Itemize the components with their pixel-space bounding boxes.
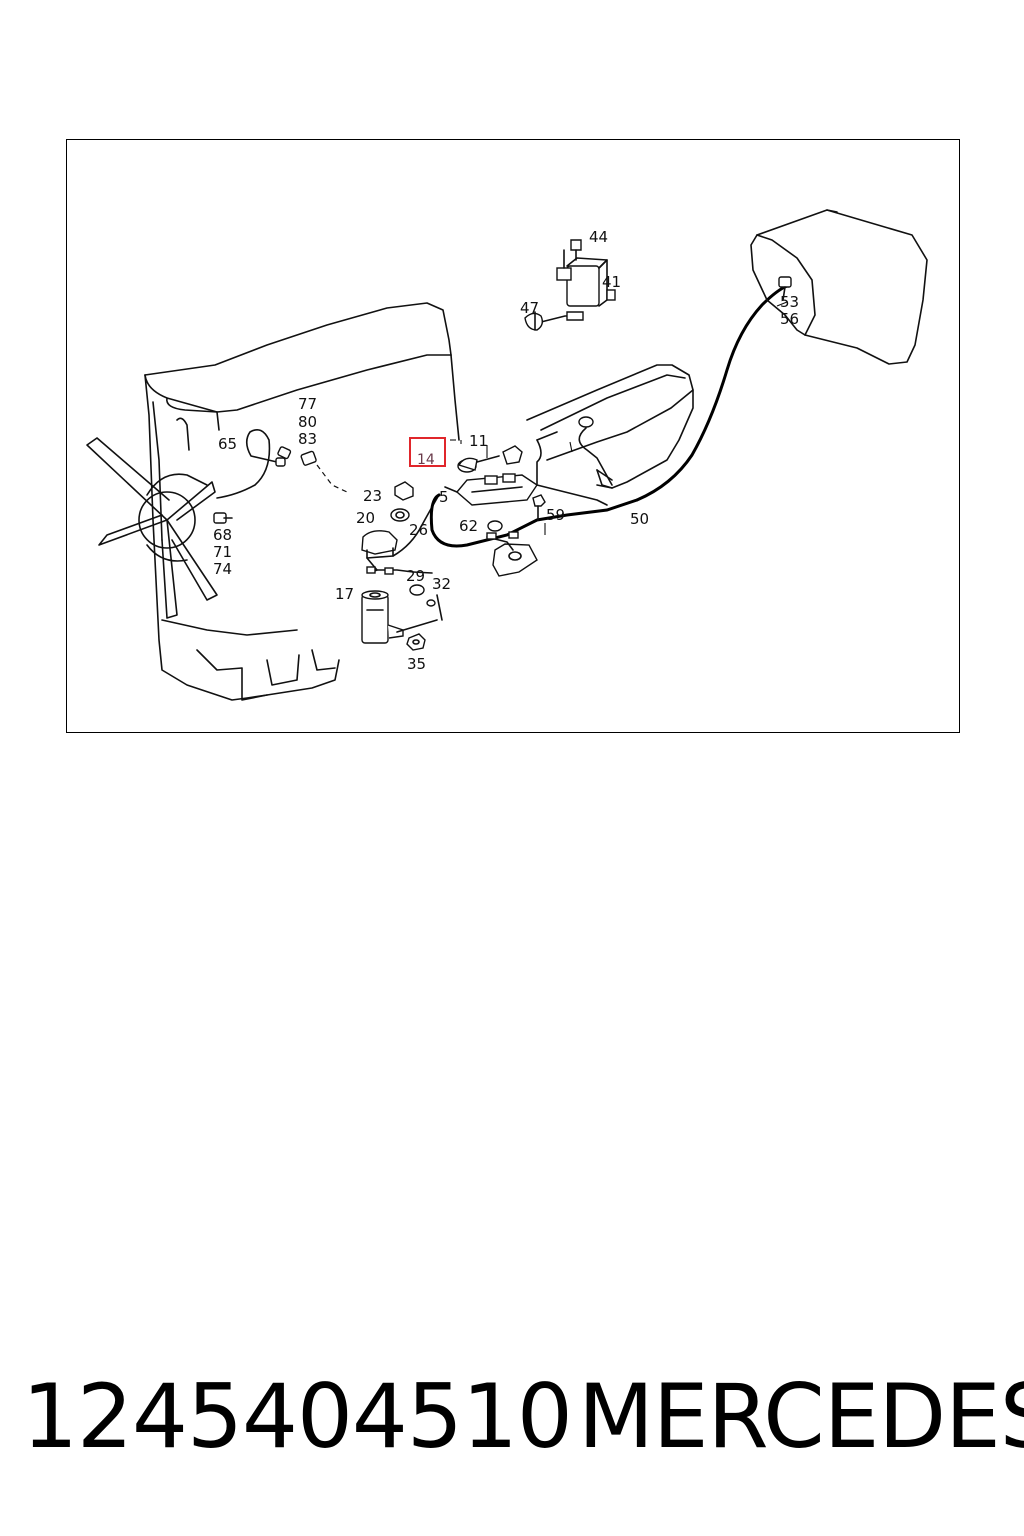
callout-74: 74 (213, 560, 232, 578)
callout-29: 29 (406, 567, 425, 585)
part-number: 1245404510 (22, 1365, 573, 1468)
callout-11: 11 (469, 432, 488, 450)
housing-drawing (524, 209, 928, 506)
callout-20: 20 (356, 509, 375, 527)
callout-80: 80 (298, 413, 317, 431)
highlight-box (409, 437, 446, 467)
callout-47: 47 (520, 299, 539, 317)
engine-block-drawing (86, 302, 460, 701)
callout-32: 32 (432, 575, 451, 593)
part-caption: 1245404510 MERCEDES (22, 1362, 1024, 1472)
callout-5: 5 (439, 488, 449, 506)
brand-name: MERCEDES (578, 1365, 1024, 1468)
callout-62: 62 (459, 517, 478, 535)
callout-23: 23 (363, 487, 382, 505)
callout-44: 44 (589, 228, 608, 246)
callout-59: 59 (546, 506, 565, 524)
callout-41: 41 (602, 273, 621, 291)
callout-68: 68 (213, 526, 232, 544)
parts-diagram-frame: 77 80 83 65 68 71 74 23 20 26 17 29 32 3… (66, 139, 960, 733)
callout-77: 77 (298, 395, 317, 413)
callout-35: 35 (407, 655, 426, 673)
callout-26: 26 (409, 521, 428, 539)
ignition-parts-drawing (361, 481, 443, 651)
exploded-parts-diagram: 77 80 83 65 68 71 74 23 20 26 17 29 32 3… (86, 209, 928, 701)
callout-17: 17 (335, 585, 354, 603)
control-unit-drawing (429, 284, 789, 577)
callout-53: 53 (780, 293, 799, 311)
callout-65: 65 (218, 435, 237, 453)
callout-labels: 77 80 83 65 68 71 74 23 20 26 17 29 32 3… (213, 228, 799, 673)
highlighted-callout-14[interactable]: 14 (409, 437, 446, 468)
callout-leaders (450, 301, 788, 535)
callout-56: 56 (780, 310, 799, 328)
callout-14: 14 (417, 452, 435, 468)
callout-83: 83 (298, 430, 317, 448)
callout-71: 71 (213, 543, 232, 561)
callout-50: 50 (630, 510, 649, 528)
